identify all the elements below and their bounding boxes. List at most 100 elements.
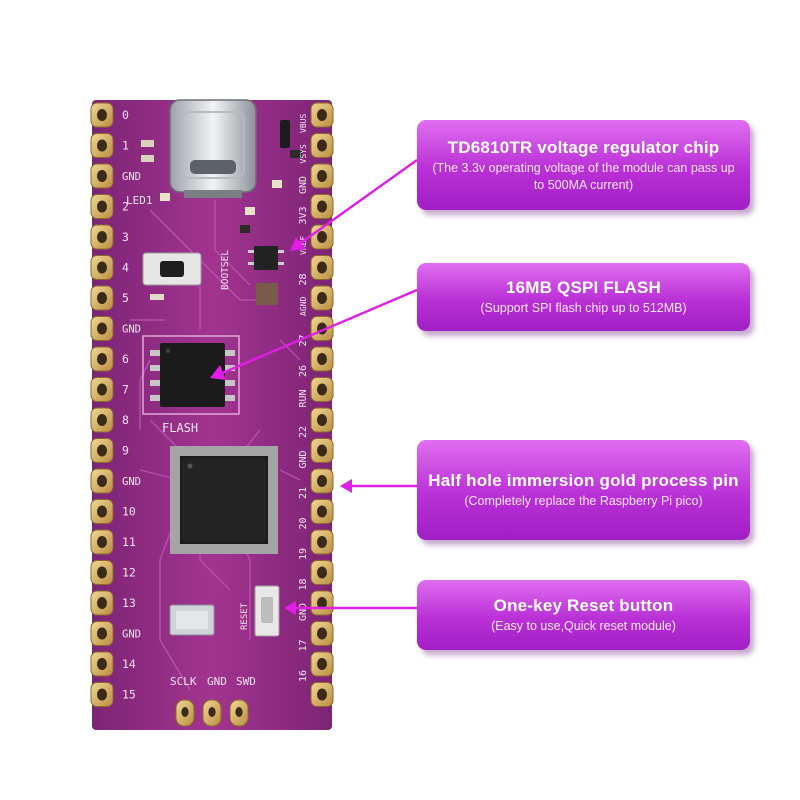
left-pin-label: 2 [122, 200, 129, 214]
left-pin-16-hole [97, 597, 107, 609]
right-pin-label: AGND [299, 297, 308, 316]
right-pin-19-hole [317, 688, 327, 701]
flash-label: FLASH [162, 421, 198, 435]
left-pin-5-hole [97, 261, 107, 274]
left-pin-label: 1 [122, 139, 129, 153]
right-pin-label: 21 [298, 487, 309, 499]
right-pin-13-hole [317, 505, 327, 518]
right-pin-label: 19 [298, 548, 309, 560]
left-pin-18-hole [97, 658, 107, 670]
right-pin-label: 28 [298, 273, 309, 285]
left-pin-label: GND [122, 476, 141, 488]
right-pin-label: 26 [298, 365, 309, 377]
left-pin-17-hole [97, 627, 107, 640]
top-components [141, 120, 302, 233]
right-pin-9-hole [317, 383, 327, 396]
right-pin-label: VBUS [299, 114, 308, 133]
right-pin-label: 27 [298, 334, 309, 346]
right-pin-label: 16 [298, 670, 309, 682]
right-pin-16-hole [317, 597, 327, 609]
left-pin-label: 7 [122, 383, 129, 397]
right-pin-8-hole [317, 353, 327, 365]
right-pin-label: VSYS [299, 144, 308, 163]
left-pin-2-hole [97, 170, 107, 182]
right-pin-0-hole [317, 109, 327, 121]
callout-half-hole-pin: Half hole immersion gold process pin (Co… [417, 440, 750, 540]
left-pin-12-hole [97, 475, 107, 487]
sclk-label: SCLK [170, 675, 197, 688]
crystal-oscillator [169, 604, 215, 636]
reset-button [254, 585, 280, 637]
callout-subtitle: (Easy to use,Quick reset module) [491, 619, 676, 633]
callout-title: One-key Reset button [493, 596, 674, 615]
right-pin-label: RUN [298, 389, 309, 407]
left-pin-label: GND [122, 629, 141, 641]
right-pin-12-hole [317, 475, 327, 487]
left-pin-10-hole [97, 414, 107, 426]
callout-reset-button: One-key Reset button (Easy to use,Quick … [417, 580, 750, 650]
left-pin-8-hole [97, 353, 107, 365]
right-pin-1-hole [317, 139, 327, 152]
usb-c-connector [169, 99, 257, 198]
right-pin-label: GND [298, 176, 309, 194]
bottom-debug-pins [175, 699, 249, 727]
right-pin-column [310, 102, 334, 707]
right-pin-label: GND [298, 603, 309, 621]
callout-title: 16MB QSPI FLASH [505, 278, 662, 297]
callout-title: Half hole immersion gold process pin [428, 471, 739, 490]
callout-subtitle: (The 3.3v operating voltage of the modul… [432, 160, 735, 192]
left-pin-7-hole [97, 322, 107, 335]
arrow-regulator [297, 159, 418, 246]
right-pin-6-hole [317, 292, 327, 304]
right-pin-label: 22 [298, 426, 309, 438]
right-pin-label: 3V3 [298, 206, 309, 224]
callout-subtitle: (Completely replace the Raspberry Pi pic… [464, 494, 703, 508]
left-pin-label: 9 [122, 444, 129, 458]
gnd-bottom-label: GND [207, 675, 227, 688]
left-pin-column [90, 102, 114, 707]
arrowhead-flash [210, 365, 226, 380]
left-pin-label: 3 [122, 230, 129, 244]
reset-label: RESET [240, 602, 250, 630]
left-pin-label: 8 [122, 413, 129, 427]
callout-qspi-flash: 16MB QSPI FLASH (Support SPI flash chip … [417, 263, 750, 331]
arrowhead-regulator [290, 237, 306, 251]
right-pin-2-hole [317, 170, 327, 182]
right-pin-label: 18 [298, 578, 309, 590]
arrow-flash [219, 288, 418, 376]
left-pin-13-hole [97, 505, 107, 518]
right-pin-17-hole [317, 627, 327, 640]
left-pin-label: 13 [122, 596, 136, 610]
right-pin-18-hole [317, 658, 327, 670]
led-label: LED1 [126, 194, 153, 207]
bootsel-button [142, 252, 202, 300]
voltage-regulator-chip [248, 246, 284, 305]
left-pin-4-hole [97, 231, 107, 243]
right-pin-4-hole [317, 231, 327, 243]
rp2040-chip [170, 446, 278, 554]
callout-voltage-regulator: TD6810TR voltage regulator chip (The 3.3… [417, 120, 750, 210]
right-pin-label: 20 [298, 517, 309, 529]
left-pin-1-hole [97, 139, 107, 152]
callout-subtitle: (Support SPI flash chip up to 512MB) [480, 301, 687, 315]
left-pin-label: 0 [122, 108, 129, 122]
left-pin-3-hole [97, 200, 107, 213]
right-pin-label: 17 [298, 639, 309, 651]
left-pin-label: 5 [122, 291, 129, 305]
left-pin-11-hole [97, 444, 107, 457]
swd-label: SWD [236, 675, 256, 688]
left-pin-label: 12 [122, 566, 136, 580]
left-pin-label: 6 [122, 352, 129, 366]
left-pin-9-hole [97, 383, 107, 396]
right-pin-3-hole [317, 200, 327, 213]
left-pin-label: GND [122, 171, 141, 183]
right-pin-label: VREF [299, 236, 308, 255]
right-pin-label: GND [298, 450, 309, 468]
left-pin-label: 4 [122, 261, 129, 275]
right-pin-15-hole [317, 566, 327, 579]
right-pin-labels: VBUSVSYSGND3V3VREF28AGND2726RUN22GND2120… [298, 114, 309, 682]
callout-title: TD6810TR voltage regulator chip [447, 137, 720, 157]
bootsel-label: BOOTSEL [220, 250, 231, 290]
left-pin-label: 14 [122, 657, 136, 671]
